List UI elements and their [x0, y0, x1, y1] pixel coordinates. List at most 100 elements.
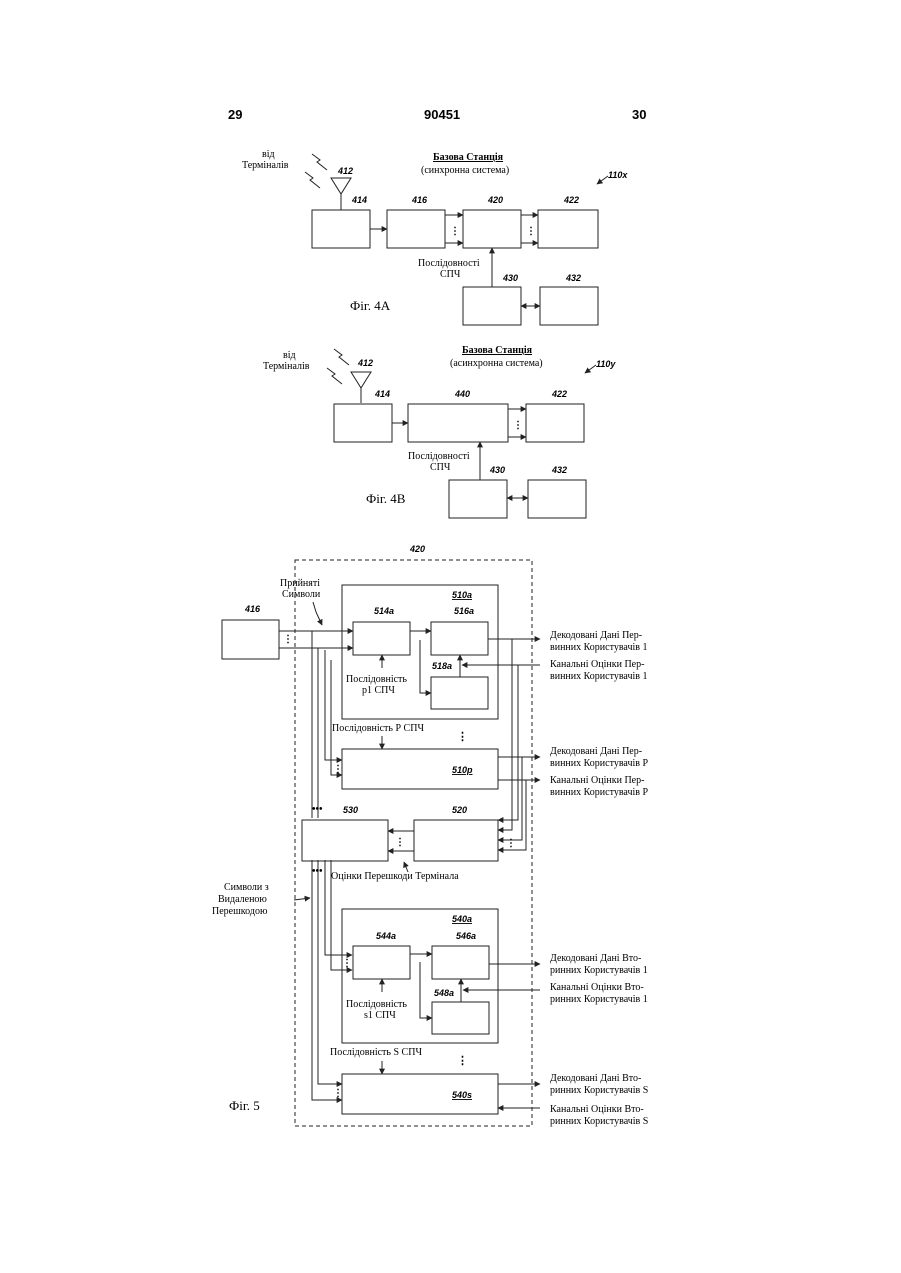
seq-label-2: СПЧ: [430, 462, 451, 473]
ellipsis-dots: ⋮: [506, 838, 516, 849]
arrow-544a-548a: [420, 962, 432, 1018]
ref-416: 416: [411, 195, 428, 205]
ellipsis-dots: ⋮: [342, 958, 352, 969]
ref-414: 414: [351, 195, 367, 205]
output-label: ринних Користувачів S: [550, 1116, 648, 1127]
block-422: [538, 210, 598, 248]
block-530: [302, 820, 388, 861]
lightning-icon: [312, 154, 327, 170]
block-516a: [431, 622, 488, 655]
ref-412: 412: [337, 166, 353, 176]
output-label: Декодовані Дані Вто-: [550, 1073, 641, 1084]
seq-S-label: Послідовність S СПЧ: [330, 1047, 422, 1058]
output-label: винних Користувачів 1: [550, 642, 648, 653]
seq-label: Послідовності: [408, 451, 470, 462]
patent-number: 90451: [424, 107, 460, 122]
block-514a: [353, 622, 410, 655]
figure-caption-5: Фіг. 5: [229, 1098, 260, 1113]
block-430: [449, 480, 507, 518]
interference-estimates-label: Оцінки Перешкоди Термінала: [331, 871, 459, 882]
block-540s: [342, 1074, 498, 1114]
ref-520: 520: [452, 805, 467, 815]
block-510p: [342, 749, 498, 789]
output-label: Канальні Оцінки Вто-: [550, 1104, 644, 1115]
received-symbols-pointer: [313, 602, 322, 625]
output-label: Декодовані Дані Пер-: [550, 630, 642, 641]
block-544a: [353, 946, 410, 979]
block-414: [334, 404, 392, 442]
ref-544a: 544a: [376, 931, 396, 941]
lightning-icon: [334, 349, 349, 365]
station-title: Базова Станція: [462, 345, 533, 356]
ref-422: 422: [551, 389, 567, 399]
ref-510p: 510p: [452, 765, 473, 775]
seq-p1-label-2: p1 СПЧ: [362, 685, 395, 696]
system-ref-arrow: [585, 365, 596, 373]
ref-516a: 516a: [454, 606, 474, 616]
block-432: [528, 480, 586, 518]
cancelled-symbols-label-3: Перешкодою: [212, 906, 268, 917]
antenna-icon: [351, 372, 371, 403]
cancelled-symbols-label: Символи з: [224, 882, 269, 893]
system-ref-arrow: [597, 176, 608, 184]
station-subtitle: (асинхронна система): [450, 358, 543, 369]
figure-4a: від Терміналів 412 Базова Станція (синхр…: [242, 149, 628, 325]
block-546a: [432, 946, 489, 979]
ref-420: 420: [409, 544, 425, 554]
page-number-right: 30: [632, 107, 646, 122]
from-terminals-label-2: Терміналів: [242, 160, 289, 171]
output-label: ринних Користувачів 1: [550, 965, 648, 976]
received-symbols-label: Прийняті: [280, 578, 320, 589]
ellipsis-dots: ⋮: [457, 1055, 468, 1067]
block-422: [526, 404, 584, 442]
ref-514a: 514a: [374, 606, 394, 616]
output-label: винних Користувачів Р: [550, 787, 648, 798]
ellipsis-dots-horizontal: •••: [312, 866, 323, 877]
output-label: Декодовані Дані Вто-: [550, 953, 641, 964]
seq-label: Послідовності: [418, 258, 480, 269]
block-420: [463, 210, 521, 248]
ref-548a: 548a: [434, 988, 454, 998]
ellipsis-dots-horizontal: •••: [312, 804, 323, 815]
output-label: Канальні Оцінки Пер-: [550, 775, 644, 786]
distribution-bus: [331, 660, 342, 775]
feedback-line: [498, 639, 512, 830]
ref-530: 530: [343, 805, 358, 815]
lightning-icon: [305, 172, 320, 188]
output-label: ринних Користувачів 1: [550, 994, 648, 1005]
block-414: [312, 210, 370, 248]
seq-p1-label: Послідовність: [346, 674, 407, 685]
seq-s1-label: Послідовність: [346, 999, 407, 1010]
received-symbols-label-2: Символи: [282, 589, 321, 600]
feedback-line: [498, 665, 518, 820]
ref-510a: 510a: [452, 590, 472, 600]
output-label: винних Користувачів 1: [550, 671, 648, 682]
block-416: [387, 210, 445, 248]
output-label: Канальні Оцінки Вто-: [550, 982, 644, 993]
figure-caption-4a: Фіг. 4А: [350, 298, 391, 313]
block-518a: [431, 677, 488, 709]
system-ref-110x: 110x: [608, 170, 628, 180]
page-number-left: 29: [228, 107, 242, 122]
ref-540a: 540a: [452, 914, 472, 924]
station-title: Базова Станція: [433, 152, 504, 163]
block-416: [222, 620, 279, 659]
output-label: Декодовані Дані Пер-: [550, 746, 642, 757]
ellipsis-dots: ⋮: [395, 837, 405, 848]
distribution-bus: [325, 650, 342, 760]
figure-4b: від Терміналів 412 Базова Станція (асинх…: [263, 345, 616, 518]
ref-432: 432: [551, 465, 567, 475]
figure-caption-4b: Фіг. 4В: [366, 491, 406, 506]
ellipsis-dots: ⋮: [513, 420, 523, 431]
ellipsis-dots: ⋮: [526, 226, 536, 237]
antenna-icon: [331, 178, 351, 210]
seq-s1-label-2: s1 СПЧ: [364, 1010, 396, 1021]
arrow-514a-518a: [420, 640, 431, 693]
ref-518a: 518a: [432, 661, 452, 671]
from-terminals-label: від: [262, 149, 275, 160]
block-548a: [432, 1002, 489, 1034]
ref-420: 420: [487, 195, 503, 205]
distribution-bus: [312, 860, 342, 1100]
ellipsis-dots: ⋮: [283, 634, 293, 645]
output-label: Канальні Оцінки Пер-: [550, 659, 644, 670]
